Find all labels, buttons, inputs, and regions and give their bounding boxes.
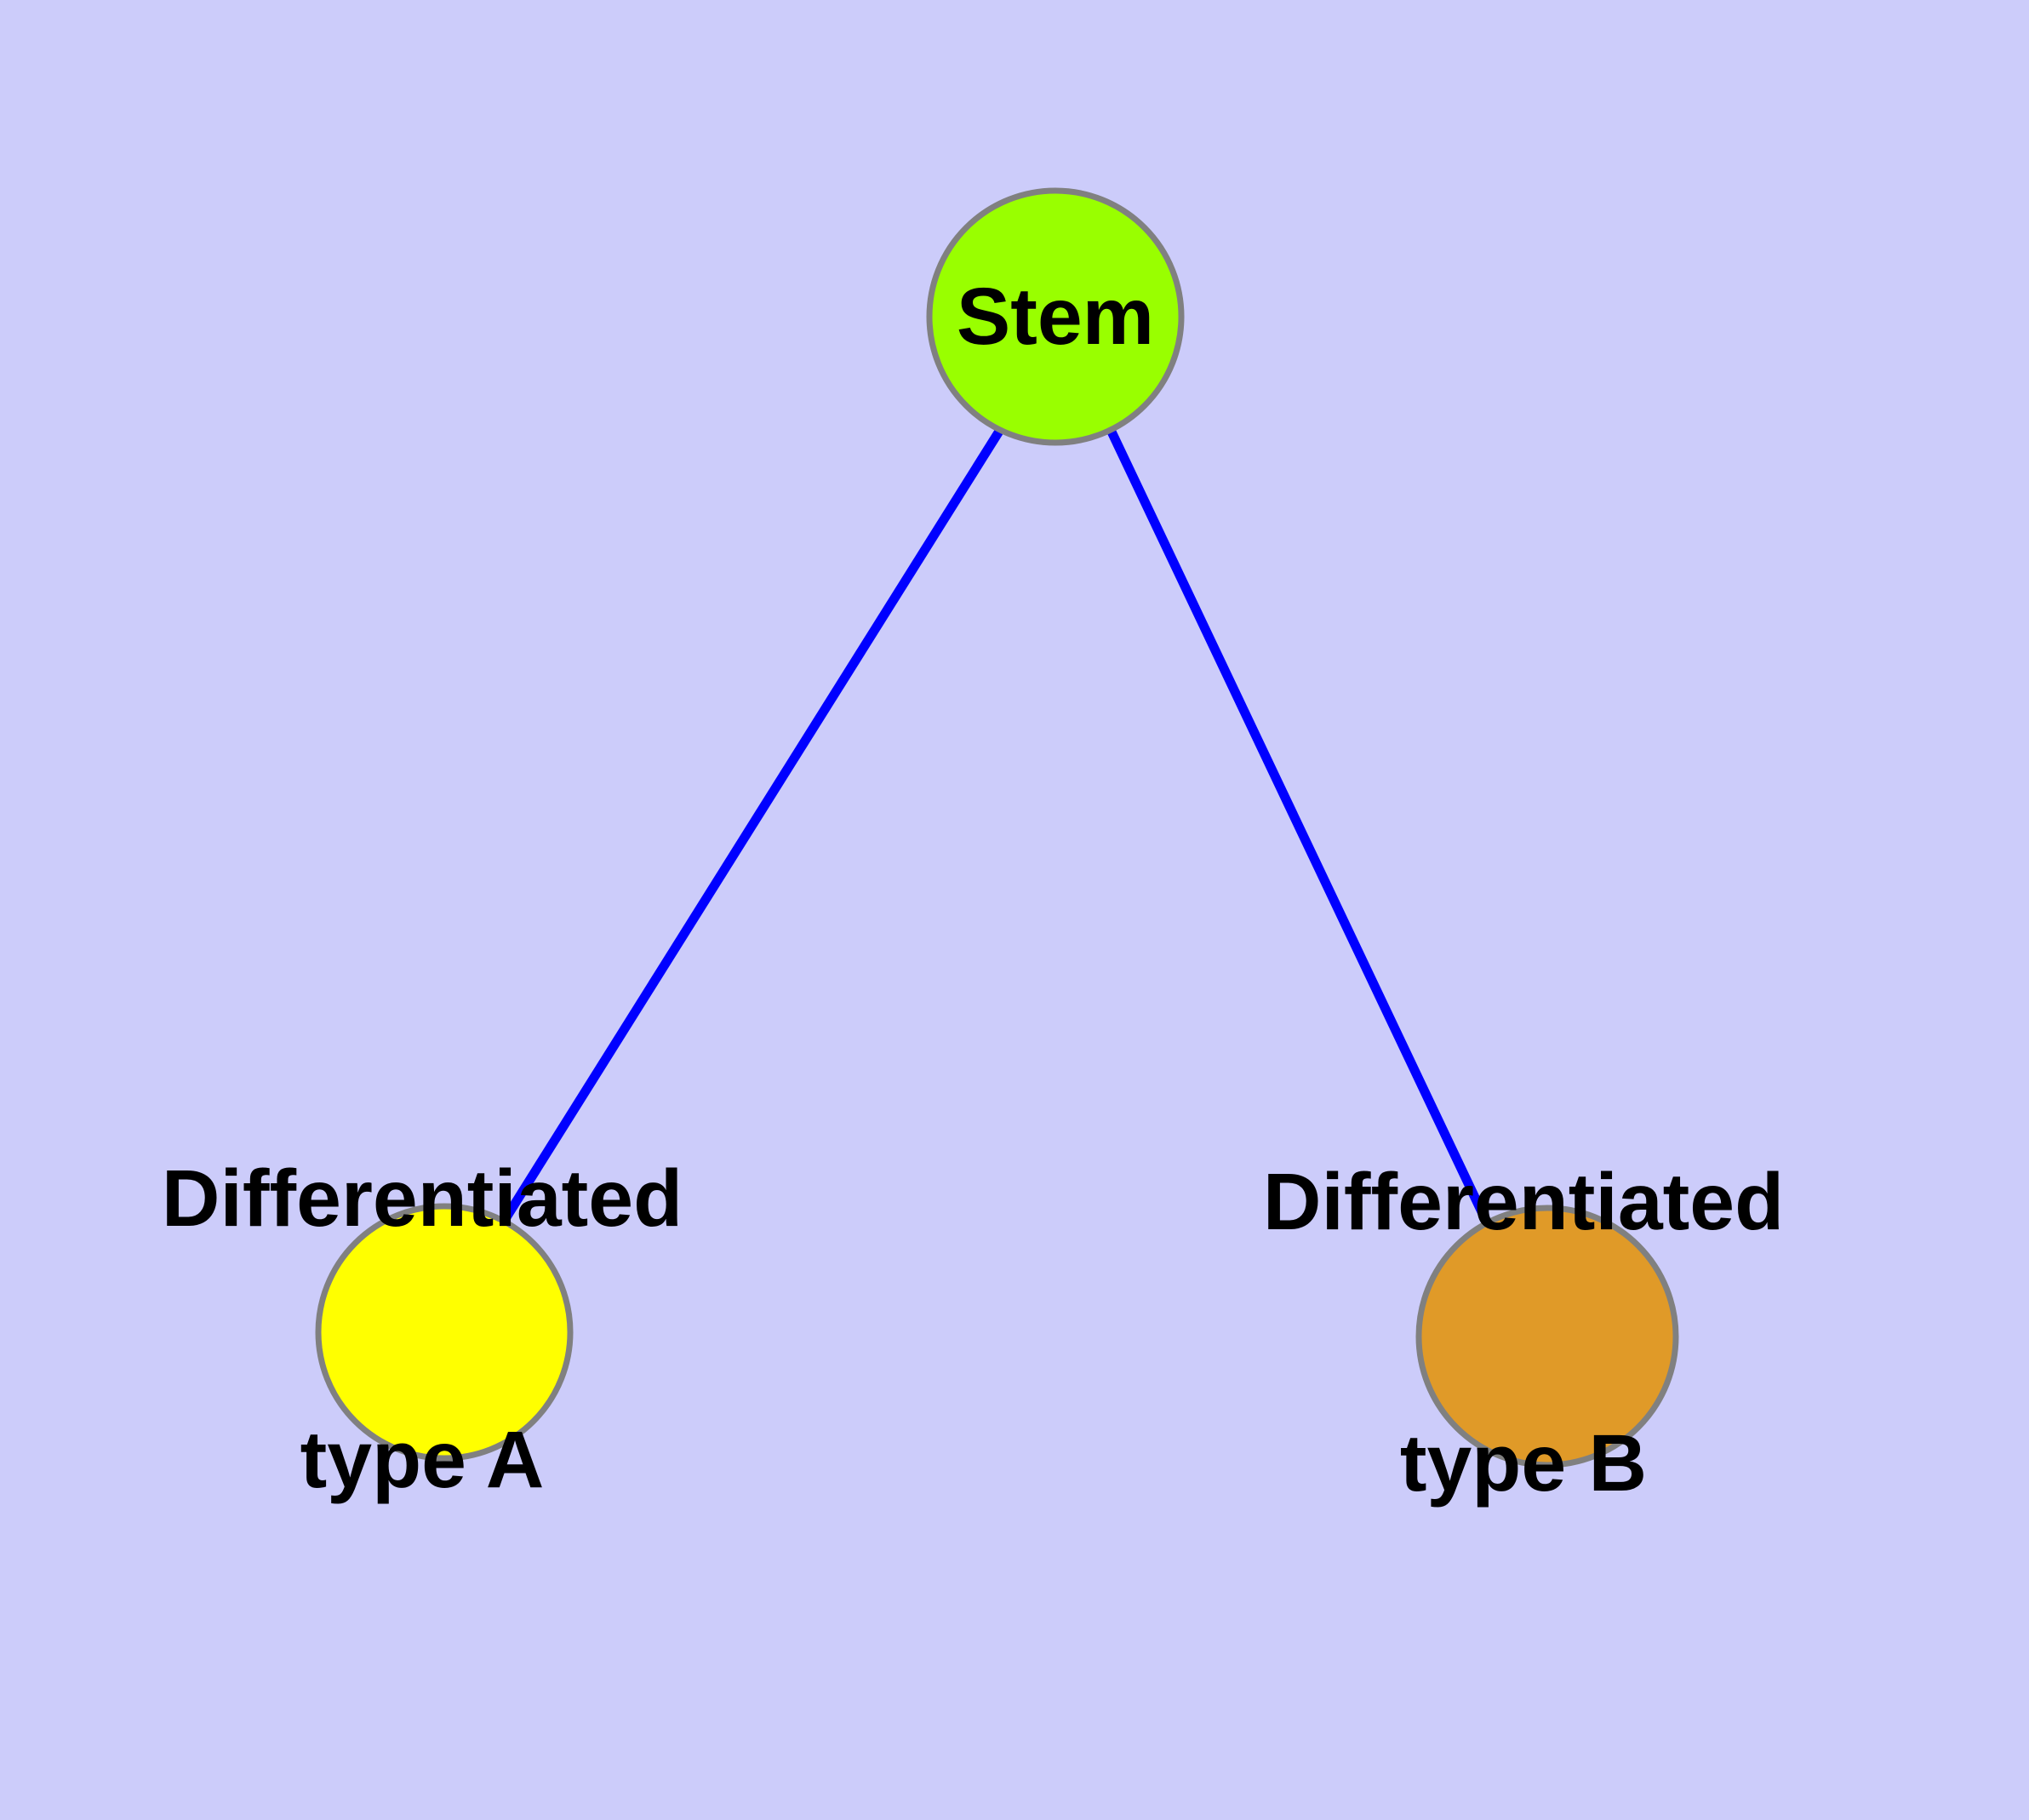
edge-layer: [502, 427, 1489, 1222]
edge-stem-to-diff-a: [502, 427, 1004, 1220]
edge-stem-to-diff-b: [1106, 427, 1489, 1222]
node-layer: [315, 187, 1679, 1468]
node-stem[interactable]: [926, 187, 1185, 446]
node-differentiated-type-a[interactable]: [315, 1203, 574, 1462]
node-differentiated-type-b[interactable]: [1415, 1205, 1679, 1468]
